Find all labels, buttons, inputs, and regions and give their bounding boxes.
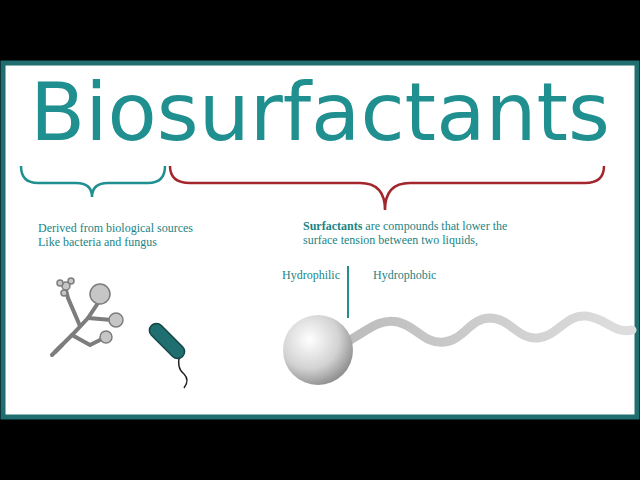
definition-note: Surfactants are compounds that lower the… — [303, 219, 521, 247]
part-label: Hydrophilic — [282, 268, 340, 282]
bacterium — [146, 320, 187, 388]
frame — [3, 63, 637, 417]
top-bar — [0, 0, 640, 60]
red-brace — [170, 166, 604, 210]
hydrophobic-tail — [350, 316, 632, 342]
divider-line — [347, 266, 349, 318]
source-note: Derived from biological sources Like bac… — [38, 221, 216, 249]
teal-brace — [21, 166, 165, 197]
title: Biosurfactants — [30, 72, 610, 152]
bottom-bar — [0, 420, 640, 480]
fungus-spores — [57, 278, 123, 343]
term: Surfactants — [303, 219, 362, 233]
part-label: Hydrophobic — [373, 268, 436, 282]
hydrophilic-head — [283, 315, 353, 385]
